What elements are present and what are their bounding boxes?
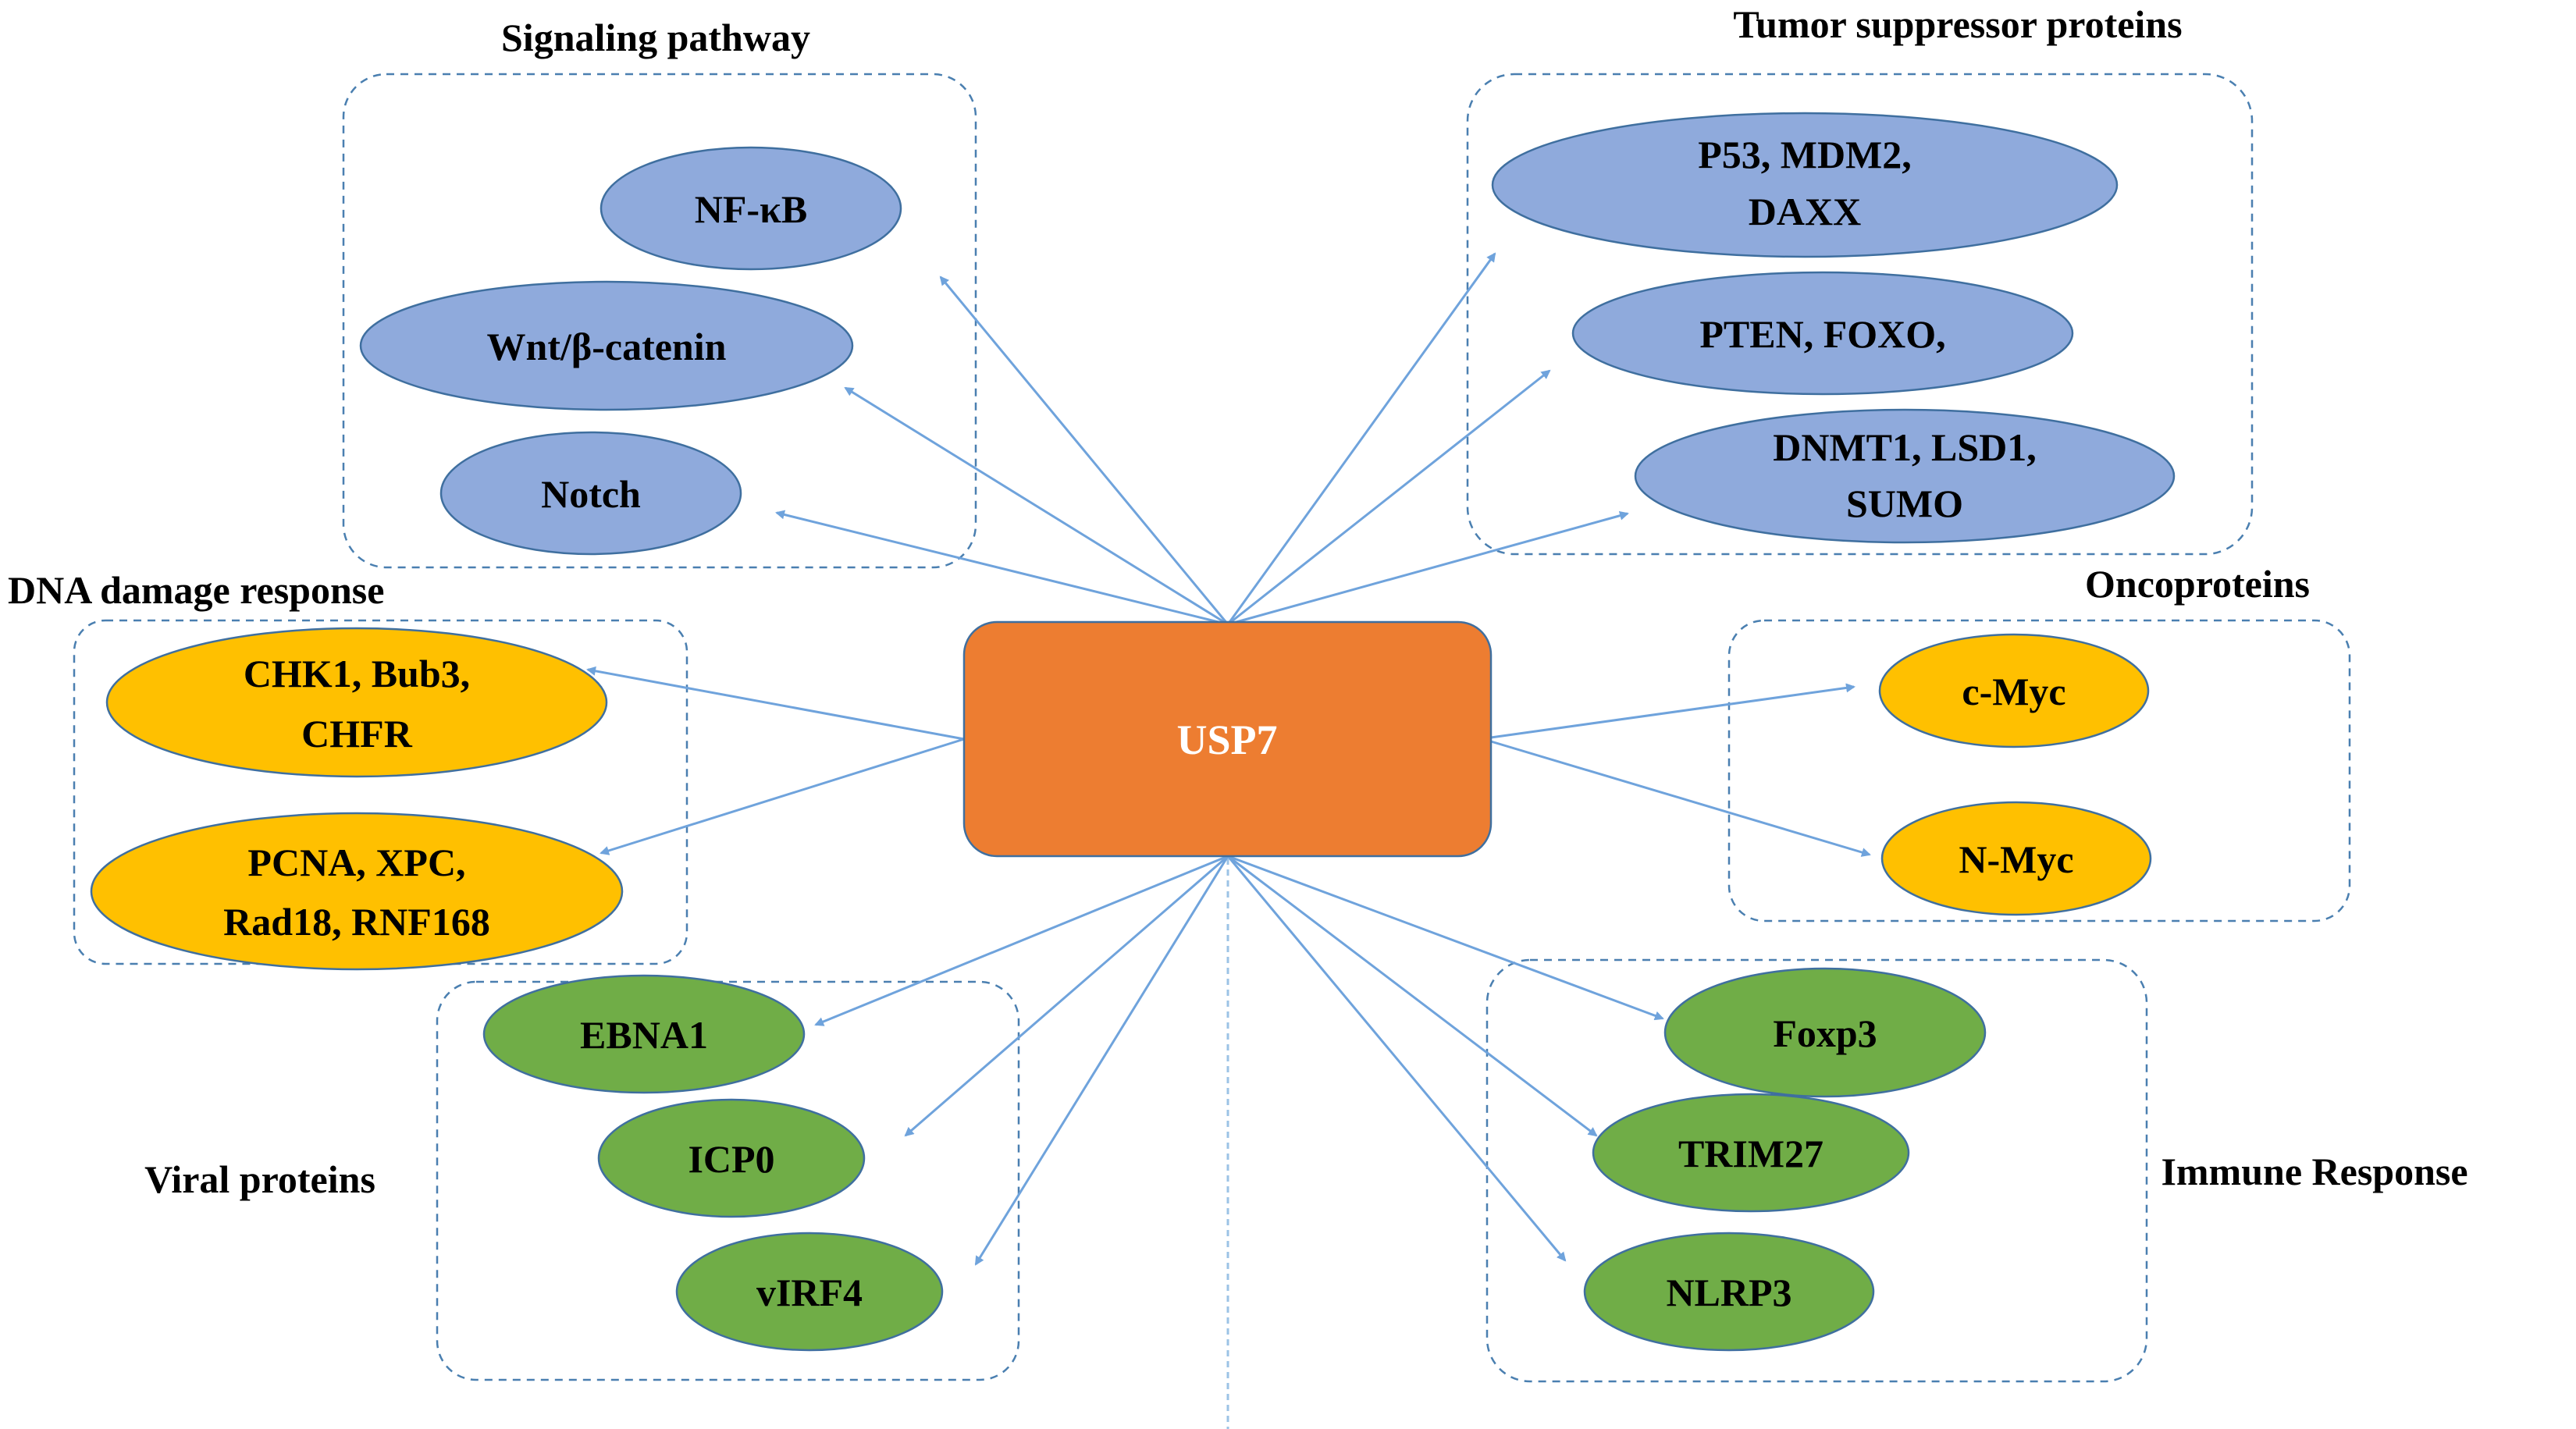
node-trim27: TRIM27 [1592,1093,1910,1213]
node-wnt: Wnt/β-catenin [359,280,854,411]
node-p53-line2: DAXX [1749,190,1861,233]
usp7-label: USP7 [1176,716,1277,763]
edge-pcna [600,738,965,855]
edge-p53 [1226,252,1496,625]
node-pcna: PCNA, XPC, Rad18, RNF168 [90,812,624,971]
edge-icp0 [904,855,1229,1137]
node-virf4: vIRF4 [675,1232,944,1352]
edge-pten [1227,369,1551,626]
node-cmyc-label: c-Myc [1962,670,2065,713]
node-ebna1: EBNA1 [482,974,806,1094]
immune-title: Immune Response [2161,1150,2467,1193]
signaling-title: Signaling pathway [501,16,810,59]
node-pten: PTEN, FOXO, [1571,271,2074,396]
node-chk1-line1: CHK1, Bub3, [244,652,470,695]
viral-box [436,980,1020,1381]
tumor-title: Tumor suppressor proteins [1733,2,2182,46]
edge-wnt [844,386,1229,626]
node-nfkb-label: NF-κB [695,187,807,231]
node-nmyc-label: N-Myc [1959,837,2073,881]
edge-nlrp3 [1226,855,1567,1262]
node-nlrp3: NLRP3 [1583,1232,1875,1352]
node-nmyc: N-Myc [1880,801,2152,916]
onco-title: Oncoproteins [2085,562,2310,606]
node-foxp3: Foxp3 [1663,967,1987,1098]
node-dnmt1: DNMT1, LSD1, SUMO [1634,408,2176,544]
edge-nfkb [939,275,1229,625]
node-chk1-line2: CHFR [301,712,413,755]
edge-foxp3 [1227,855,1664,1021]
node-virf4-label: vIRF4 [756,1271,863,1314]
node-notch-label: Notch [541,472,641,516]
edge-trim27 [1227,855,1598,1137]
edges [586,252,1871,1266]
tumor-box [1466,73,2254,556]
node-chk1: CHK1, Bub3, CHFR [105,627,608,778]
node-icp0-label: ICP0 [688,1137,774,1181]
edge-chk1 [586,666,965,741]
node-pcna-line1: PCNA, XPC, [247,841,465,884]
node-ebna1-label: EBNA1 [580,1013,708,1057]
node-pcna-line2: Rad18, RNF168 [223,900,490,944]
onco-box [1727,619,2351,922]
node-cmyc: c-Myc [1878,633,2150,748]
edge-notch [775,510,1229,626]
node-foxp3-label: Foxp3 [1773,1011,1877,1055]
node-pten-label: PTEN, FOXO, [1699,312,1945,356]
usp7-node: USP7 [962,620,1493,858]
edge-dnmt1 [1227,510,1629,626]
node-p53-line1: P53, MDM2, [1698,133,1912,176]
edge-virf4 [974,855,1229,1266]
node-dnmt1-line1: DNMT1, LSD1, [1773,425,2037,469]
node-wnt-label: Wnt/β-catenin [487,325,727,368]
node-trim27-label: TRIM27 [1678,1132,1823,1175]
edge-cmyc [1490,683,1856,739]
node-p53: P53, MDM2, DAXX [1491,112,2119,258]
immune-box [1485,958,2148,1383]
node-dnmt1-line2: SUMO [1846,482,1963,525]
edge-nmyc [1490,740,1871,857]
node-nfkb: NF-κB [600,146,902,271]
viral-title: Viral proteins [144,1157,375,1201]
node-ivp0: ICP0 [597,1098,866,1218]
dna-title: DNA damage response [8,568,384,612]
edge-ebna1 [814,855,1229,1026]
node-notch: Notch [439,431,742,556]
node-nlrp3-label: NLRP3 [1666,1271,1791,1314]
